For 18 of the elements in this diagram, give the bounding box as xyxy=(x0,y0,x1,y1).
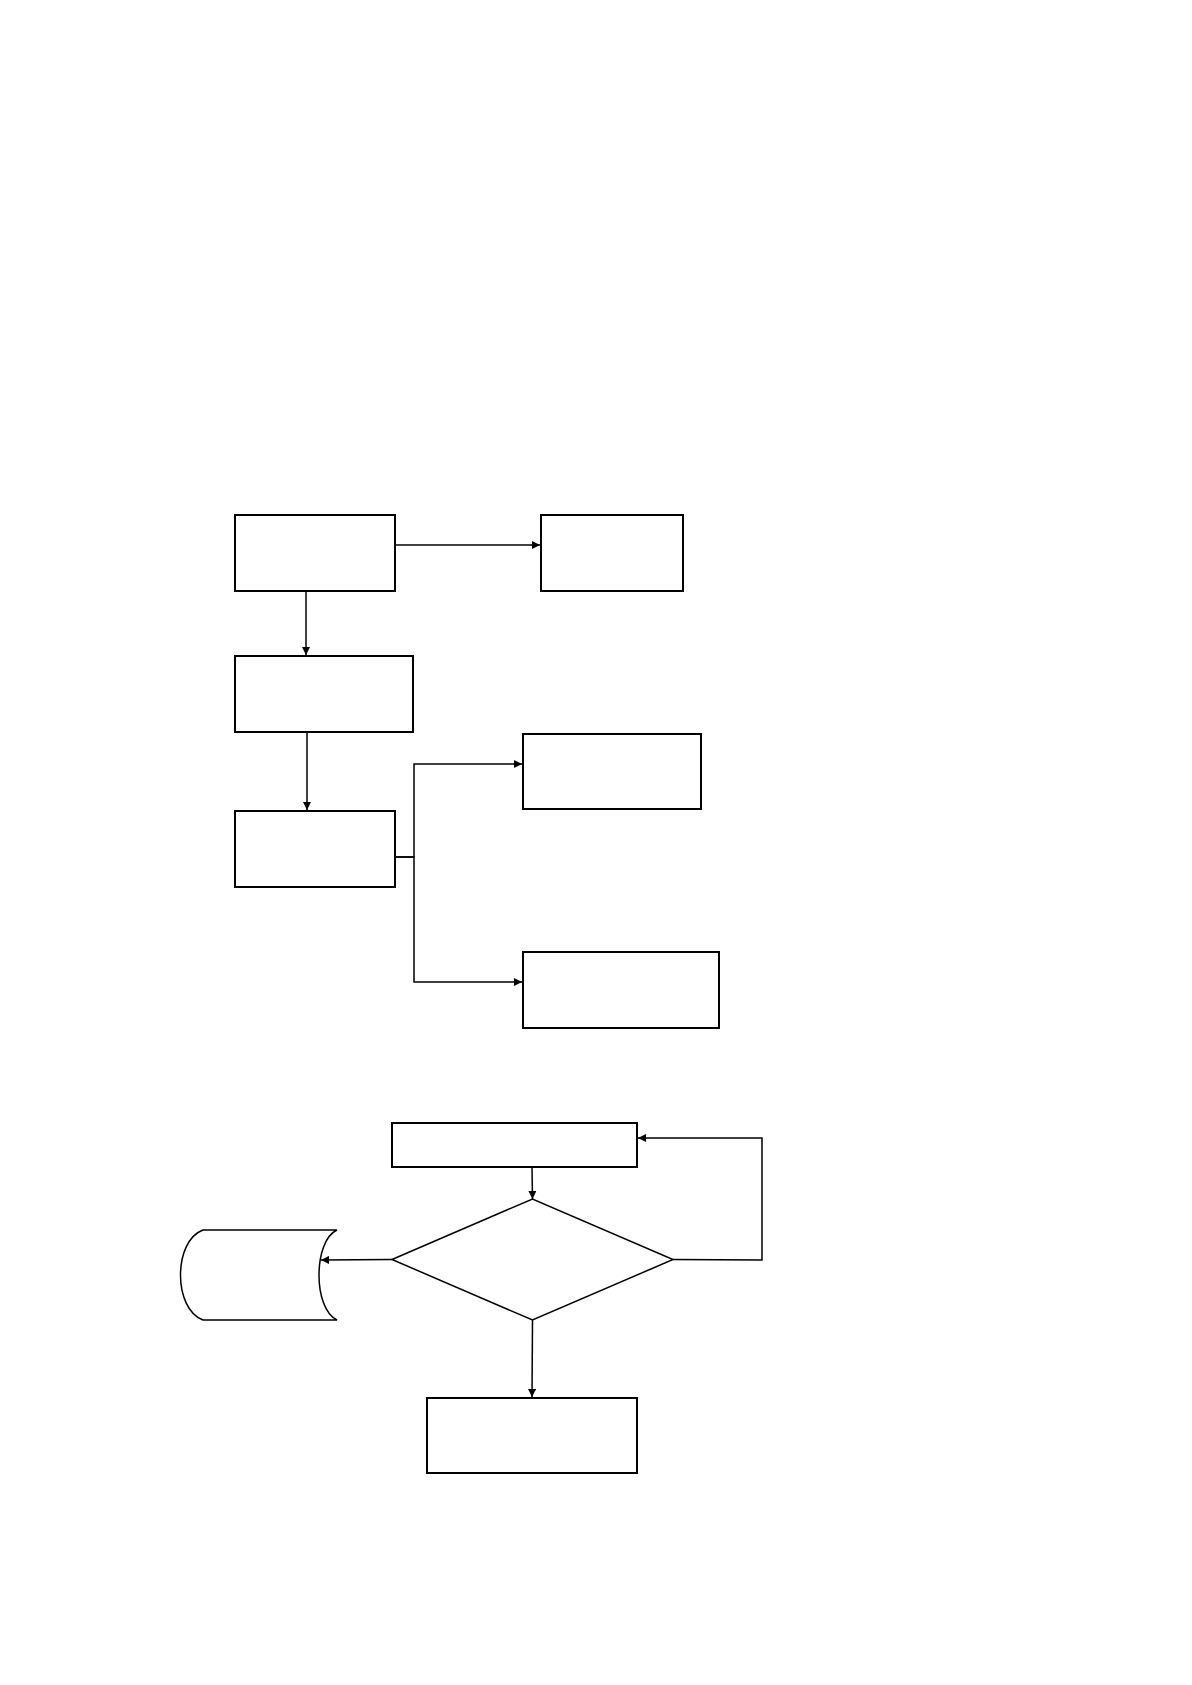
arrow xyxy=(395,541,541,549)
decision-diamond xyxy=(392,1199,673,1320)
process-box xyxy=(391,1122,638,1168)
process-box xyxy=(540,514,684,592)
process-box xyxy=(522,951,720,1029)
process-box xyxy=(234,655,414,733)
process-box xyxy=(522,733,702,810)
arrow xyxy=(395,856,523,986)
arrow xyxy=(302,591,310,656)
arrow xyxy=(320,1255,393,1264)
arrow xyxy=(528,1319,537,1398)
stored-data-shape xyxy=(179,1229,338,1321)
arrow xyxy=(637,1134,763,1261)
arrow xyxy=(528,1167,537,1200)
process-box xyxy=(234,810,396,888)
process-box xyxy=(234,514,396,592)
arrow xyxy=(303,732,311,811)
process-box xyxy=(426,1397,638,1474)
